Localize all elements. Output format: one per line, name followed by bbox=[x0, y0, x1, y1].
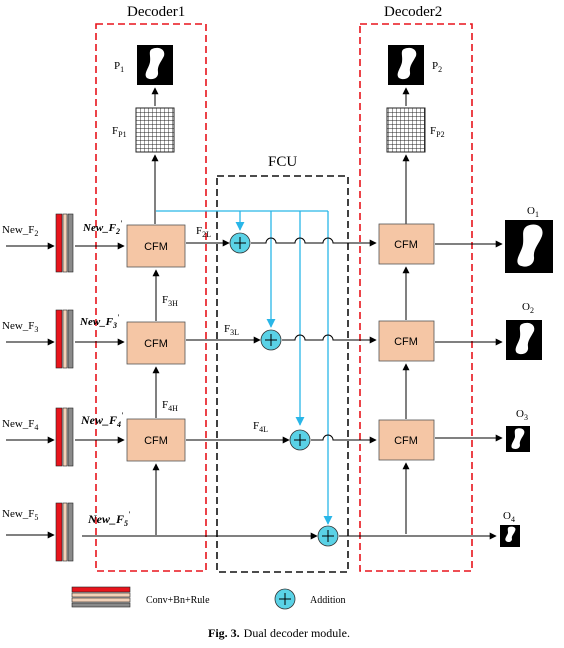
cfm-d1-row3-label: CFM bbox=[144, 435, 168, 447]
cfm-d1-row1 bbox=[126, 224, 186, 268]
inner-input-label-row2: New_F3' bbox=[79, 313, 120, 330]
line-adder3-to-cfm-d2-row3 bbox=[311, 434, 377, 444]
cfm-d1-row2 bbox=[126, 321, 186, 365]
conv-stack-row3 bbox=[55, 407, 74, 467]
fp1-feature-grid bbox=[135, 107, 175, 153]
o3-mask bbox=[506, 426, 530, 452]
p2-mask bbox=[388, 45, 424, 85]
inner-input-label-row3: New_F4' bbox=[80, 411, 124, 429]
cfm-d2-row3-label: CFM bbox=[394, 435, 418, 447]
legend-addition-icon bbox=[274, 588, 296, 610]
decoder1-title: Decoder1 bbox=[127, 4, 185, 20]
cfm-d2-row1-label: CFM bbox=[394, 239, 418, 251]
input-label-row4: New_F5 bbox=[2, 508, 38, 522]
o4-mask bbox=[500, 525, 520, 547]
decoder1-region bbox=[95, 23, 207, 572]
figure-caption: Fig. 3.Dual decoder module. bbox=[208, 626, 350, 640]
conv-stack-row4 bbox=[55, 502, 74, 562]
line-adder1-to-cfm-d2-row1 bbox=[251, 237, 377, 247]
cfm-d1-row3 bbox=[126, 418, 186, 462]
o4-label: O4 bbox=[503, 510, 515, 524]
cfm-d1-row1-label: CFM bbox=[144, 241, 168, 253]
o1-mask bbox=[505, 220, 553, 273]
fcu-title: FCU bbox=[268, 154, 297, 170]
o2-mask bbox=[506, 320, 542, 360]
p2-label: P2 bbox=[432, 60, 442, 74]
conv-stack-row1 bbox=[55, 213, 74, 273]
inner-input-label-row4: New_F5' bbox=[87, 510, 131, 528]
cyan-skip-connections bbox=[156, 210, 333, 525]
conv-stack-row2 bbox=[55, 309, 74, 369]
adder-row4 bbox=[317, 525, 339, 547]
fp2-label: FP2 bbox=[430, 125, 445, 139]
cfm-d1-row2-label: CFM bbox=[144, 338, 168, 350]
o1-label: O1 bbox=[527, 205, 539, 219]
decoder2-region bbox=[359, 23, 473, 572]
o3-label: O3 bbox=[516, 408, 528, 422]
legend-conv-label: Conv+Bn+Rule bbox=[146, 595, 210, 606]
o2-label: O2 bbox=[522, 301, 534, 315]
legend-addition-label: Addition bbox=[310, 595, 346, 606]
cfm-d2-row2 bbox=[378, 320, 435, 362]
cfm-d2-row3 bbox=[378, 419, 435, 461]
adder-row1 bbox=[229, 232, 251, 254]
fp1-label: FP1 bbox=[112, 125, 127, 139]
p1-label: P1 bbox=[114, 60, 124, 74]
f4l-label: F4L bbox=[253, 420, 268, 434]
cfm-d2-row1 bbox=[378, 223, 435, 265]
input-label-row3: New_F4 bbox=[2, 418, 38, 432]
p1-mask bbox=[137, 45, 173, 85]
cfm-d2-row2-label: CFM bbox=[394, 336, 418, 348]
f3h-label: F3H bbox=[162, 294, 178, 308]
inner-input-label-row1: New_F2' bbox=[82, 219, 123, 236]
adder-row3 bbox=[289, 429, 311, 451]
input-label-row1: New_F2 bbox=[2, 224, 38, 238]
adder-row2 bbox=[260, 329, 282, 351]
legend-conv-icon bbox=[71, 586, 131, 608]
line-adder2-to-cfm-d2-row2 bbox=[282, 334, 377, 344]
f2l-label: F2L bbox=[196, 225, 211, 239]
fp2-feature-grid bbox=[386, 107, 426, 153]
input-label-row2: New_F3 bbox=[2, 320, 38, 334]
decoder2-title: Decoder2 bbox=[384, 4, 442, 20]
f4h-label: F4H bbox=[162, 399, 178, 413]
f3l-label: F3L bbox=[224, 323, 239, 337]
